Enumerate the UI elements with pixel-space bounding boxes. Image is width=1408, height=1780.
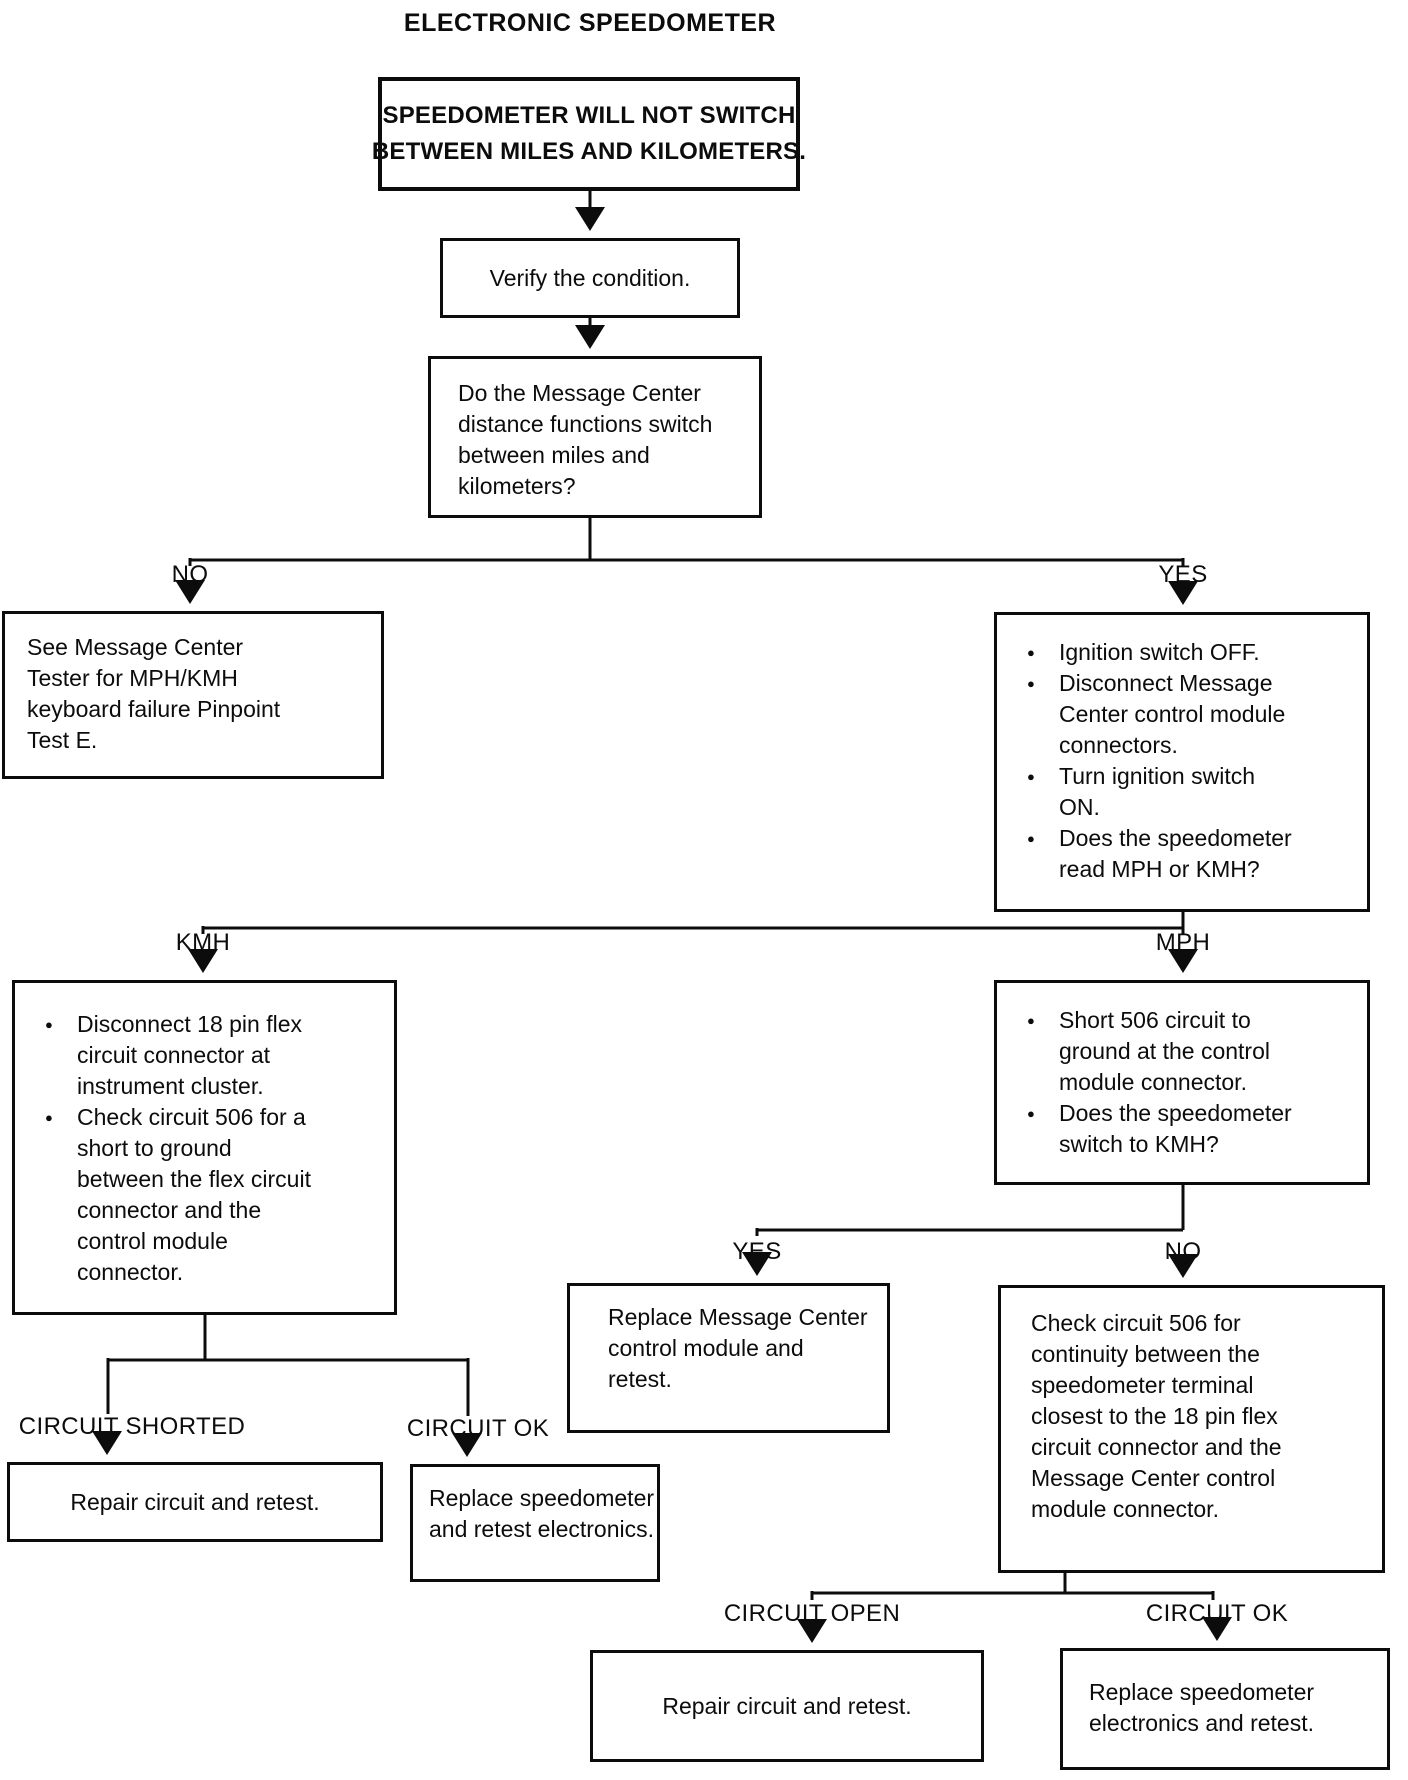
text-line: and retest electronics. — [429, 1516, 655, 1542]
label-no-1: NO — [171, 561, 209, 588]
text-line: control module and — [608, 1335, 804, 1361]
bullet-icon: ● — [1027, 1013, 1035, 1028]
box-repair-open: Repair circuit and retest. — [590, 1650, 984, 1762]
text-line: continuity between the — [1031, 1341, 1260, 1367]
label-circuit-ok-2: CIRCUIT OK — [1145, 1600, 1289, 1627]
box-repair-shorted: Repair circuit and retest. — [7, 1462, 383, 1542]
text-line: circuit connector and the — [1031, 1434, 1282, 1460]
text-line: Center control module — [1059, 701, 1286, 727]
text-line: read MPH or KMH? — [1059, 856, 1260, 882]
text-line: Check circuit 506 for a — [77, 1104, 306, 1130]
bullet-item: ● Disconnect 18 pin flex circuit connector… — [45, 1009, 386, 1102]
text-line: module connector. — [1059, 1069, 1247, 1095]
box-ignition-test: ● Ignition switch OFF. ● Disconnect Message… — [994, 612, 1370, 912]
label-no-2: NO — [1164, 1238, 1202, 1265]
bullet-item: ● Does the speedometer switch to KMH? — [1027, 1098, 1359, 1160]
label-yes-1: YES — [1158, 561, 1208, 588]
text-line: Message Center control — [1031, 1465, 1276, 1491]
text-line: Ignition switch OFF. — [1059, 639, 1260, 665]
text-line: module connector. — [1031, 1496, 1219, 1522]
bullet-icon: ● — [1027, 1106, 1035, 1121]
text-line: Check circuit 506 for — [1031, 1310, 1241, 1336]
text-line: between the flex circuit — [77, 1166, 311, 1192]
label-kmh: KMH — [175, 929, 231, 956]
text-line: Disconnect 18 pin flex — [77, 1011, 303, 1037]
bullet-icon: ● — [45, 1017, 53, 1032]
text-line: Repair circuit and retest. — [70, 1488, 320, 1515]
bullet-icon: ● — [1027, 769, 1035, 784]
box-check-continuity: Check circuit 506 for continuity between … — [998, 1285, 1385, 1573]
bullet-icon: ● — [1027, 831, 1035, 846]
text-line: SPEEDOMETER WILL NOT SWITCH — [382, 102, 796, 129]
text-line: control module — [77, 1228, 228, 1254]
text-line: connector. — [77, 1259, 184, 1285]
text-line: connector and the — [77, 1197, 262, 1223]
text-line: BETWEEN MILES AND KILOMETERS. — [371, 138, 807, 165]
text-line: short to ground — [77, 1135, 232, 1161]
text-line: See Message Center — [27, 634, 244, 660]
text-line: Tester for MPH/KMH — [27, 665, 238, 691]
text-line: circuit connector at — [77, 1042, 271, 1068]
box-problem: SPEEDOMETER WILL NOT SWITCH BETWEEN MILES… — [372, 77, 806, 191]
text-line: Disconnect Message — [1059, 670, 1273, 696]
bullet-icon: ● — [1027, 645, 1035, 660]
text-line: Does the speedometer — [1059, 825, 1292, 851]
bullet-item: ● Check circuit 506 for a short to ground b… — [45, 1102, 386, 1288]
text-line: ground at the control — [1059, 1038, 1270, 1064]
bullet-icon: ● — [45, 1110, 53, 1125]
box-kmh-check: ● Disconnect 18 pin flex circuit connector… — [12, 980, 397, 1315]
label-circuit-shorted: CIRCUIT SHORTED — [18, 1413, 246, 1440]
text-line: Short 506 circuit to — [1059, 1007, 1251, 1033]
text-line: Does the speedometer — [1059, 1100, 1292, 1126]
label-circuit-ok-1: CIRCUIT OK — [406, 1415, 550, 1442]
box-replace-electronics: Replace speedometer electronics and retes… — [1060, 1648, 1390, 1770]
text-line: ON. — [1059, 794, 1100, 820]
text-line: keyboard failure Pinpoint — [27, 696, 281, 722]
text-line: kilometers? — [458, 473, 576, 499]
bullet-item: ● Ignition switch OFF. — [1027, 637, 1359, 668]
box-verify: Verify the condition. — [440, 238, 740, 318]
bullet-item: ● Short 506 circuit to ground at the contr… — [1027, 1005, 1359, 1098]
label-mph: MPH — [1155, 929, 1211, 956]
text-line: electronics and retest. — [1089, 1710, 1315, 1736]
text-line: Do the Message Center — [458, 380, 701, 406]
text-line: instrument cluster. — [77, 1073, 264, 1099]
text-line: speedometer terminal — [1031, 1372, 1254, 1398]
page-title: ELECTRONIC SPEEDOMETER — [403, 9, 777, 37]
box-replace-module: Replace Message Center control module and… — [567, 1283, 890, 1433]
text-line: distance functions switch — [458, 411, 713, 437]
bullet-icon: ● — [1027, 676, 1035, 691]
text-line: Replace speedometer — [1089, 1679, 1315, 1705]
text-line: connectors. — [1059, 732, 1178, 758]
label-circuit-open: CIRCUIT OPEN — [723, 1600, 901, 1627]
label-yes-2: YES — [732, 1238, 782, 1265]
box-question-switch: Do the Message Center distance functions … — [428, 356, 762, 518]
text-line: retest. — [608, 1366, 672, 1392]
text-line: switch to KMH? — [1059, 1131, 1219, 1157]
text-line: between miles and — [458, 442, 650, 468]
text-line: Replace speedometer — [429, 1485, 655, 1511]
text-line: Test E. — [27, 727, 98, 753]
text-line: Repair circuit and retest. — [662, 1692, 912, 1719]
box-replace-speedometer: Replace speedometer and retest electronic… — [410, 1464, 660, 1582]
text-line: Verify the condition. — [489, 264, 691, 291]
text-line: Replace Message Center — [608, 1304, 868, 1330]
text-line: Turn ignition switch — [1059, 763, 1256, 789]
text-line: closest to the 18 pin flex — [1031, 1403, 1278, 1429]
box-mph-check: ● Short 506 circuit to ground at the contr… — [994, 980, 1370, 1185]
bullet-item: ● Does the speedometer read MPH or KMH? — [1027, 823, 1359, 885]
